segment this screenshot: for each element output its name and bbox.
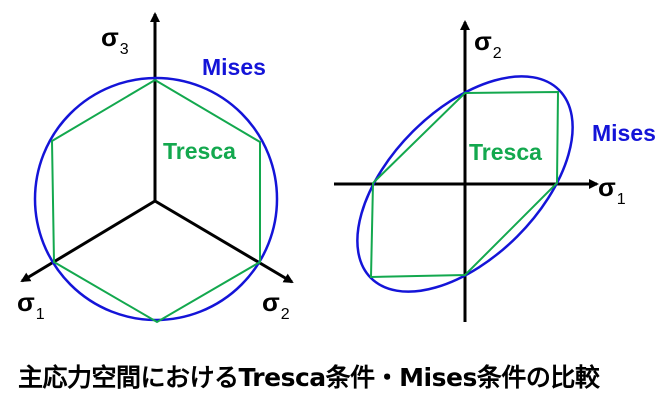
sigma1-label: σ1 [598, 172, 626, 208]
mises-circle [33, 76, 279, 322]
mises-label: Mises [592, 120, 656, 146]
sigma1-axis [20, 199, 156, 283]
tresca-label: Tresca [469, 139, 542, 165]
tresca-label: Tresca [163, 138, 236, 164]
figure-caption: 主応力空間におけるTresca条件・Mises条件の比較 [18, 363, 600, 392]
tresca-hexagon [50, 78, 261, 324]
sigma3-label: σ3 [101, 22, 129, 58]
sigma2-label: σ2 [474, 26, 502, 62]
right-diagram: σ2 σ1 Mises Tresca [334, 20, 656, 322]
sigma2-label: σ2 [262, 287, 290, 323]
mises-ellipse [356, 75, 574, 293]
tresca-hexagon [369, 90, 560, 279]
mises-label: Mises [202, 54, 266, 80]
sigma2-axis [154, 199, 294, 284]
sigma1-label: σ1 [17, 287, 45, 323]
left-diagram: σ3 σ1 σ2 Mises Tresca [17, 12, 294, 324]
